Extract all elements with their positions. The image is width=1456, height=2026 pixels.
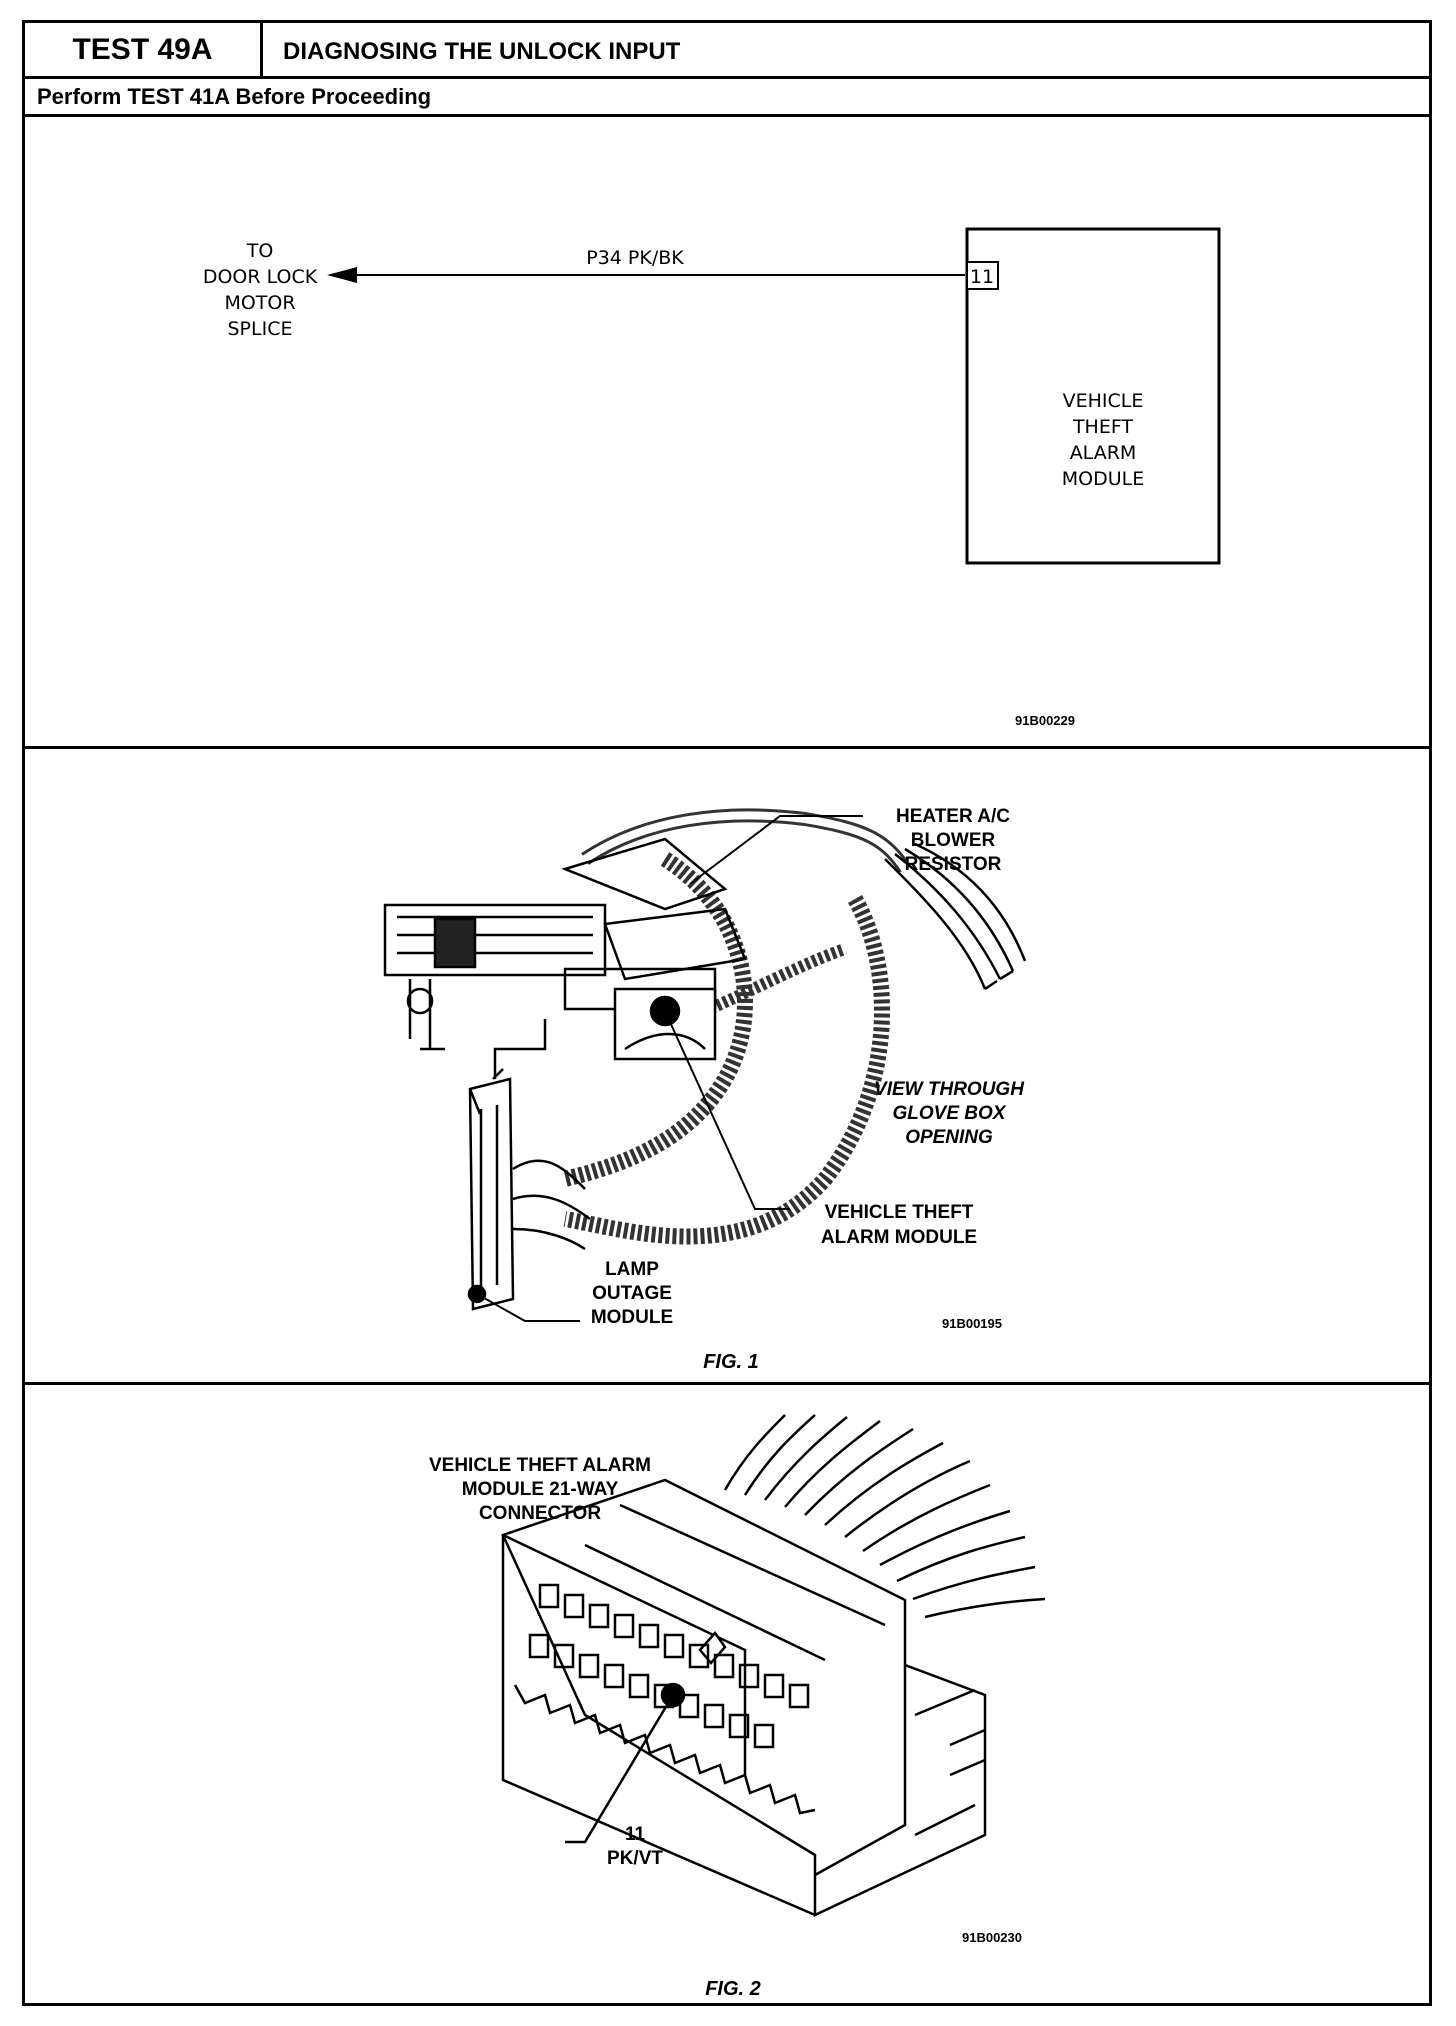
- wiring-schematic-panel: TO DOOR LOCK MOTOR SPLICE P34 PK/BK 11 V…: [25, 117, 1429, 749]
- pin-color-label: PK/VT: [607, 1848, 663, 1869]
- heater-callout-line-3: RESISTOR: [905, 854, 1002, 875]
- test-title: DIAGNOSING THE UNLOCK INPUT: [283, 38, 681, 65]
- wiring-schematic: TO DOOR LOCK MOTOR SPLICE P34 PK/BK 11 V…: [203, 227, 1221, 728]
- module-line-2: THEFT: [1072, 416, 1133, 438]
- wire-label: P34 PK/BK: [586, 247, 684, 269]
- test-page: TEST 49A DIAGNOSING THE UNLOCK INPUT Per…: [22, 20, 1432, 2006]
- test-header: TEST 49A DIAGNOSING THE UNLOCK INPUT: [25, 23, 1429, 79]
- figure-2-caption: FIG. 2: [705, 1978, 761, 2000]
- callout-leaders: [476, 815, 863, 1322]
- schematic-code: 91B00229: [1015, 713, 1075, 728]
- prerequisite-note: Perform TEST 41A Before Proceeding: [25, 79, 1429, 117]
- pin-box: [966, 261, 999, 290]
- wire-arrowhead: [327, 267, 357, 283]
- module-line-3: ALARM: [1070, 442, 1137, 464]
- destination-line-3: MOTOR: [224, 292, 295, 314]
- figure-2-panel: VEHICLE THEFT ALARM MODULE 21-WAY CONNEC…: [25, 1385, 1429, 2003]
- vtam-callout-line-2: ALARM MODULE: [821, 1227, 977, 1248]
- view-note-line-2: GLOVE BOX: [893, 1103, 1007, 1124]
- lamp-callout-line-3: MODULE: [591, 1307, 673, 1328]
- connector-label-line-1: VEHICLE THEFT ALARM: [429, 1455, 651, 1476]
- view-note-line-3: OPENING: [905, 1127, 993, 1148]
- figure-1-panel: HEATER A/C BLOWER RESISTOR VIEW THROUGH …: [25, 749, 1429, 1385]
- module-line-4: MODULE: [1062, 468, 1144, 490]
- heater-callout-line-2: BLOWER: [911, 830, 996, 851]
- figure-1-caption: FIG. 1: [703, 1351, 759, 1373]
- heater-callout-line-1: HEATER A/C: [896, 806, 1010, 827]
- connector-pin-row-lower: [528, 1633, 775, 1749]
- lamp-callout-line-1: LAMP: [605, 1259, 659, 1280]
- figure-1-code: 91B00195: [942, 1316, 1002, 1331]
- pin-number-label: 11: [625, 1824, 646, 1845]
- connector-label-line-2: MODULE 21-WAY: [462, 1479, 619, 1500]
- destination-line-4: SPLICE: [228, 318, 293, 340]
- connector-pin-row-upper: [538, 1583, 810, 1709]
- module-box: [965, 227, 1221, 565]
- figure-1-illustration: HEATER A/C BLOWER RESISTOR VIEW THROUGH …: [383, 806, 1027, 1373]
- pin-number: 11: [970, 266, 994, 288]
- lamp-callout-line-2: OUTAGE: [592, 1283, 672, 1304]
- view-note-line-1: VIEW THROUGH: [874, 1079, 1025, 1100]
- destination-line-2: DOOR LOCK: [203, 266, 318, 288]
- connector-drawing: [501, 1414, 1046, 1917]
- destination-line-1: TO: [246, 240, 274, 262]
- figure-2-code: 91B00230: [962, 1930, 1022, 1945]
- wiring-harness-drawing: [383, 808, 1027, 1311]
- test-id: TEST 49A: [25, 23, 263, 76]
- vtam-callout-line-1: VEHICLE THEFT: [825, 1202, 974, 1223]
- figure-2-illustration: VEHICLE THEFT ALARM MODULE 21-WAY CONNEC…: [429, 1414, 1046, 2000]
- module-line-1: VEHICLE: [1063, 390, 1144, 412]
- connector-label-line-3: CONNECTOR: [479, 1503, 601, 1524]
